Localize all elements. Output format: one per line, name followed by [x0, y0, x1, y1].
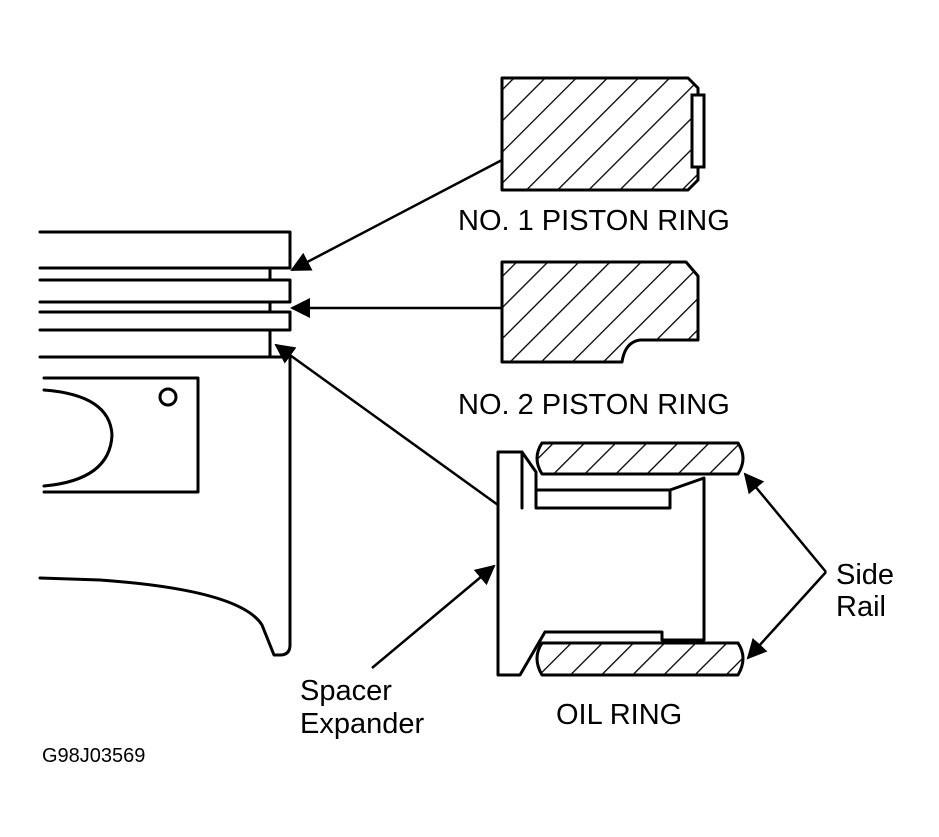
oil-ring-label: OIL RING	[556, 699, 682, 731]
spacer-expander-label-line2: Expander	[300, 708, 424, 740]
side-rail-label-line1: Side	[836, 559, 894, 591]
figure-code-label: G98J03569	[42, 745, 145, 767]
no1-ring-section	[500, 76, 706, 192]
oil-ring-assembly	[496, 441, 745, 677]
leader-lines	[274, 158, 827, 669]
no2-ring-section	[500, 260, 700, 364]
spacer-expander-label-line1: Spacer	[300, 675, 392, 707]
no2-piston-ring-label: NO. 2 PISTON RING	[458, 389, 730, 421]
side-rail-label-line2: Rail	[836, 591, 886, 623]
pin-hole	[158, 387, 178, 407]
no1-piston-ring-label: NO. 1 PISTON RING	[458, 205, 730, 237]
piston-body	[38, 230, 292, 657]
